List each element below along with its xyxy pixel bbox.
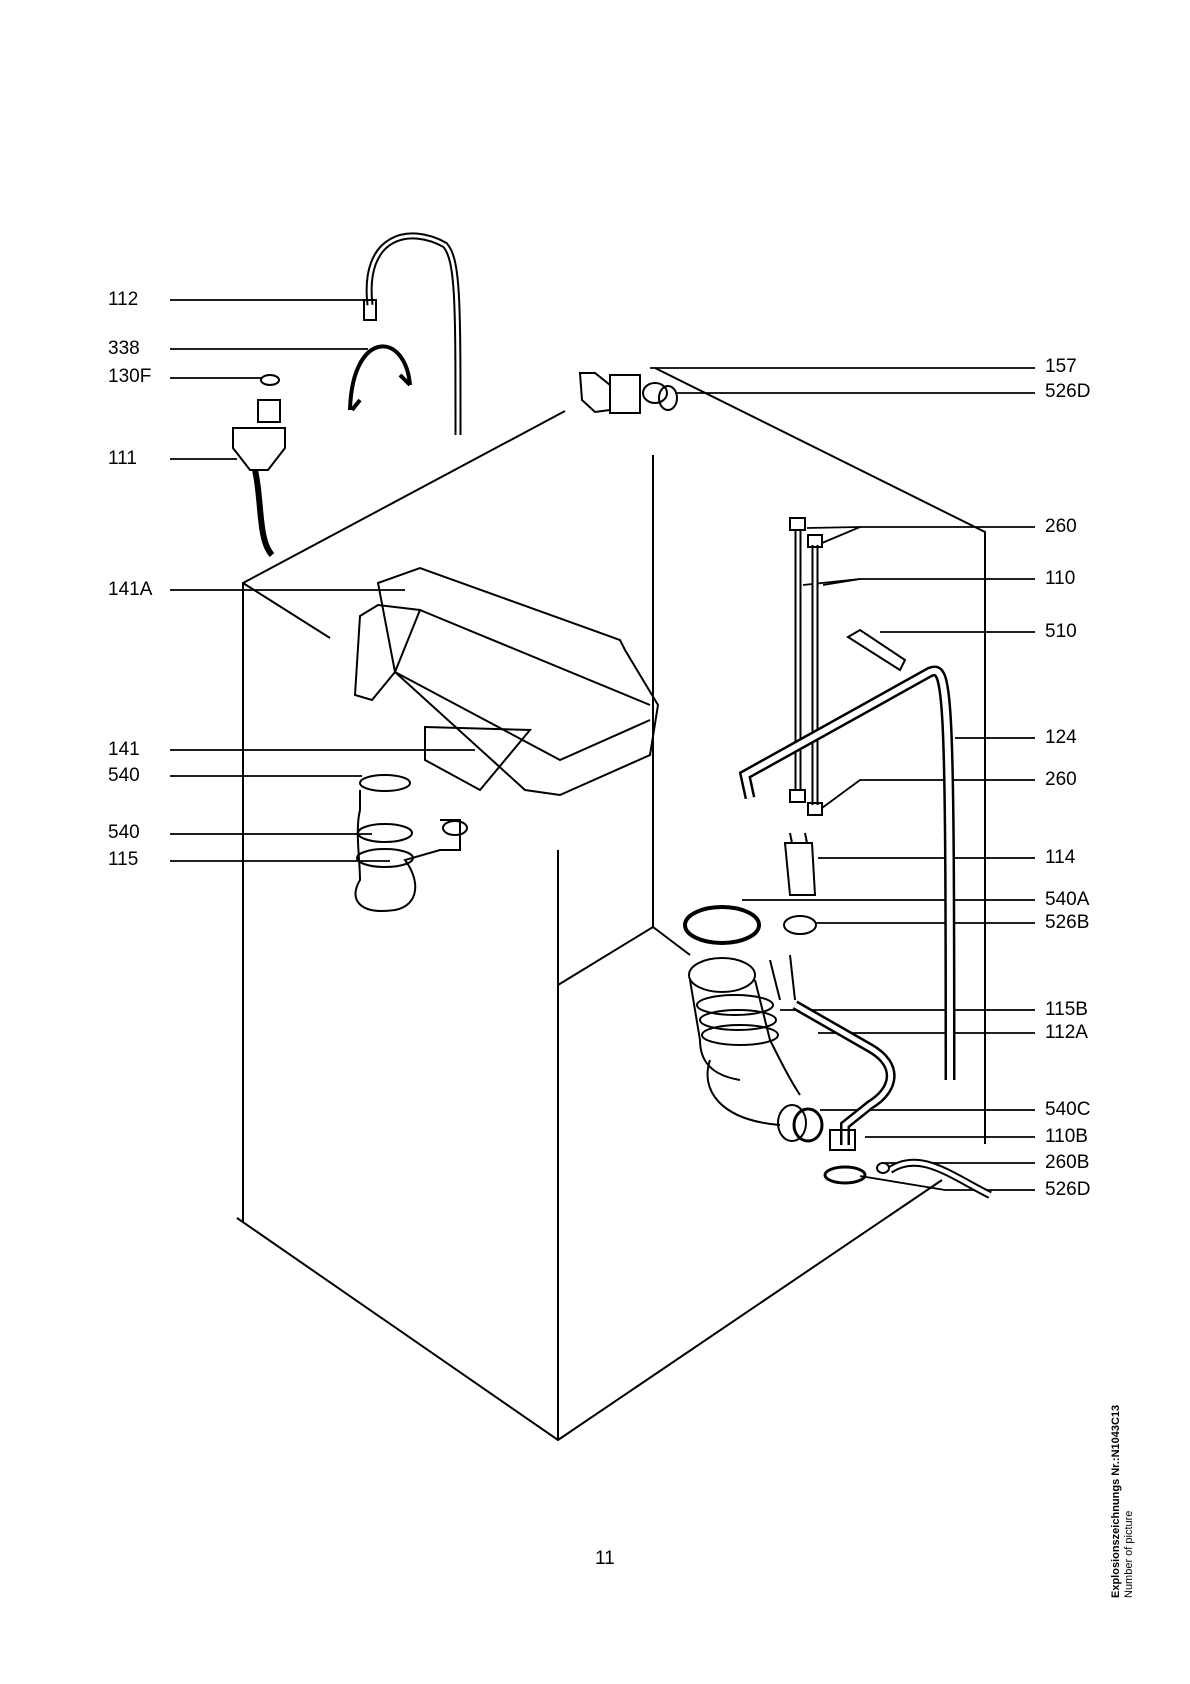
label-110: 110 (1045, 568, 1076, 589)
label-115: 115 (108, 849, 139, 870)
label-124: 124 (1045, 727, 1077, 748)
ring-526b (783, 915, 817, 935)
label-260b: 260B (1045, 1152, 1090, 1173)
label-540-lower: 540 (108, 822, 140, 843)
label-141: 141 (108, 739, 140, 760)
label-540-upper: 540 (108, 765, 140, 786)
label-130f: 130F (108, 366, 152, 387)
hose-112 (363, 232, 462, 436)
label-526b: 526B (1045, 912, 1090, 933)
ring-540c (792, 1107, 824, 1143)
page-number: 11 (595, 1548, 615, 1569)
label-338: 338 (108, 338, 140, 359)
label-157: 157 (1045, 356, 1077, 377)
left-leaders (170, 299, 475, 862)
drawing-id-block: Explosionszeichnungs Nr.:N1043C13 Number… (1110, 1405, 1136, 1598)
hose-112a (792, 1000, 896, 1145)
drawing-id: Explosionszeichnungs Nr.:N1043C13 (1110, 1404, 1122, 1598)
coupling-110b (829, 1129, 856, 1151)
clip-338 (348, 344, 412, 412)
bracket-510 (846, 628, 907, 672)
cabinet-outline (236, 367, 986, 1442)
label-114: 114 (1045, 847, 1076, 868)
hose-260b (876, 1158, 992, 1199)
label-260-top: 260 (1045, 516, 1077, 537)
ring-526d-bottom (823, 1165, 867, 1185)
label-540a: 540A (1045, 889, 1090, 910)
bellows-115b (688, 954, 807, 1142)
hoses-110 (789, 517, 823, 816)
label-111: 111 (108, 448, 137, 469)
label-510: 510 (1045, 621, 1077, 642)
ring-540a (683, 905, 761, 945)
hose-124 (738, 665, 956, 1081)
detergent-drawer (353, 566, 660, 797)
washer-130f (260, 374, 280, 386)
label-115b: 115B (1045, 999, 1088, 1020)
label-112a: 112A (1045, 1022, 1088, 1043)
drawing-id-caption: Number of picture (1123, 1510, 1135, 1598)
elbow-157 (578, 372, 678, 414)
label-110b: 110B (1045, 1126, 1088, 1147)
label-260-bottom: 260 (1045, 769, 1077, 790)
label-526d-top: 526D (1045, 381, 1091, 402)
label-540c: 540C (1045, 1099, 1091, 1120)
trap-115 (354, 774, 468, 912)
part-114 (783, 832, 817, 896)
label-112: 112 (108, 289, 139, 310)
label-526d-bottom: 526D (1045, 1179, 1091, 1200)
label-141a: 141A (108, 579, 153, 600)
right-leaders (650, 367, 1035, 1191)
valve-111 (232, 399, 286, 558)
